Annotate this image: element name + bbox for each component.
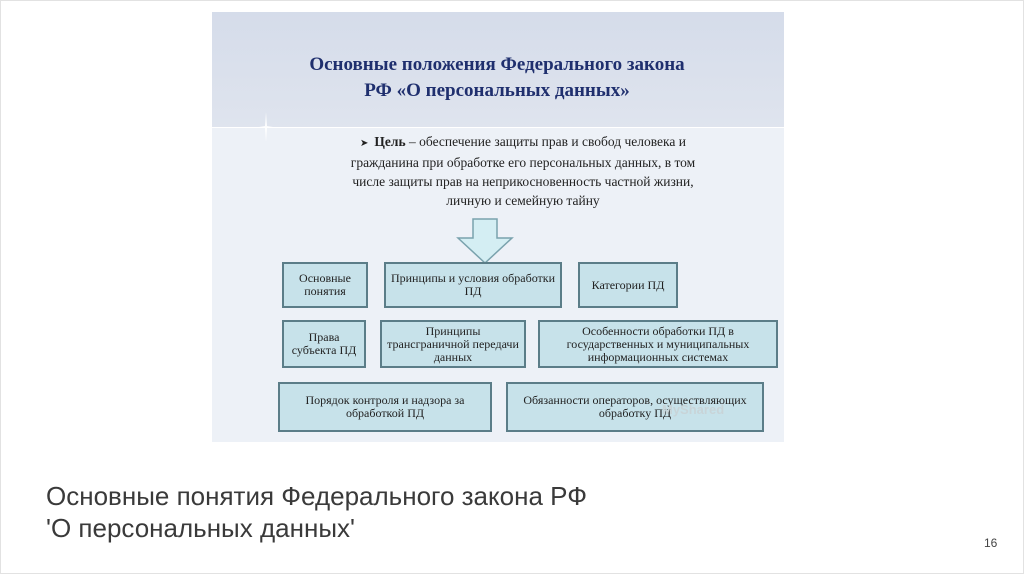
box-operator-duties: Обязанности операторов, осуществляющих о… (506, 382, 764, 432)
slide-image: Основные положения Федерального закона Р… (212, 12, 784, 442)
slide-title-line2: РФ «О персональных данных» (364, 80, 630, 101)
box-cross-border: Принципы трансграничной передачи данных (380, 320, 526, 368)
box-principles-conditions: Принципы и условия обработки ПД (384, 262, 562, 308)
box-subject-rights: Права субъекта ПД (282, 320, 366, 368)
slide-header (212, 12, 784, 128)
slide-title: Основные положения Федерального закона Р… (262, 52, 732, 104)
box-state-systems: Особенности обработки ПД в государственн… (538, 320, 778, 368)
page-number: 16 (984, 536, 998, 550)
box-categories: Категории ПД (578, 262, 678, 308)
sparkle-icon (259, 112, 273, 142)
slide-caption: Основные понятия Федерального закона РФ … (46, 480, 746, 544)
box-control: Порядок контроля и надзора за обработкой… (278, 382, 492, 432)
down-arrow-icon (456, 218, 514, 264)
arrow-bullet-icon: ➤ (360, 138, 369, 149)
caption-line1: Основные понятия Федерального закона РФ (46, 481, 587, 511)
goal-text-line1: – обеспечение защиты прав и свобод челов… (405, 134, 686, 149)
goal-text-line2: гражданина при обработке его персональны… (350, 155, 696, 170)
goal-text-line4: личную и семейную тайну (446, 193, 600, 208)
goal-paragraph: ➤ Цель – обеспечение защиты прав и свобод… (308, 132, 738, 210)
sparkle-line (212, 127, 784, 128)
box-basic-concepts: Основные понятия (282, 262, 368, 308)
watermark-logo: MyShared (662, 402, 725, 417)
goal-text-line3: числе защиты прав на неприкосновенность … (352, 174, 694, 189)
goal-label: Цель (374, 134, 406, 149)
caption-line2: 'О персональных данных' (46, 513, 355, 543)
slide-title-line1: Основные положения Федерального закона (309, 54, 685, 75)
